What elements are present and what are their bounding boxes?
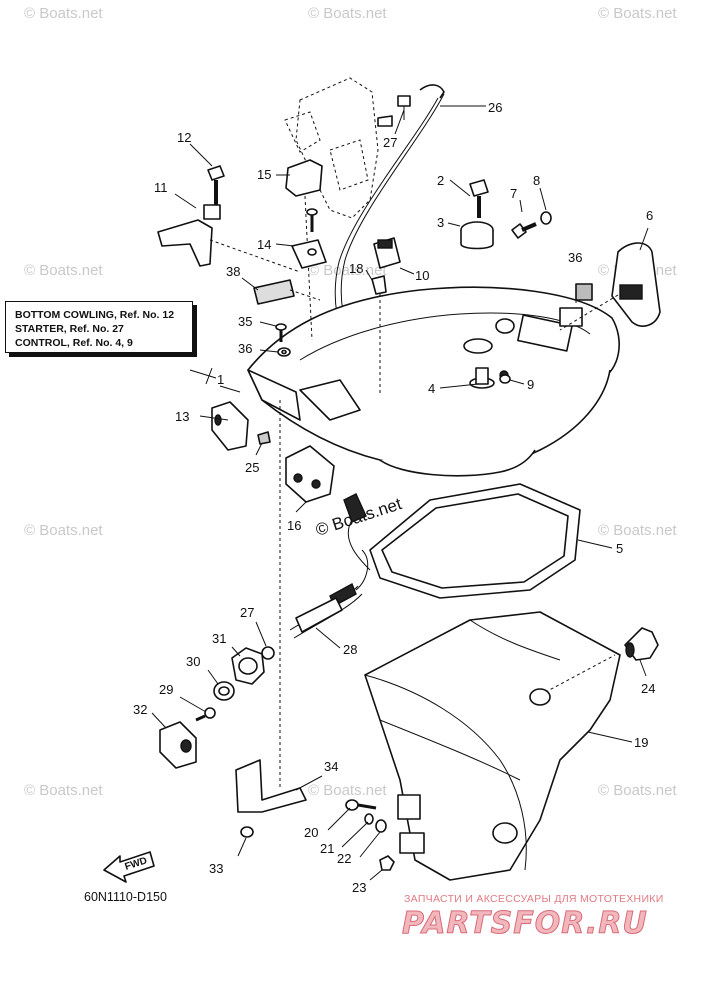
callout-5: 5: [616, 541, 623, 556]
callout-20: 20: [304, 825, 318, 840]
bottom-cowling: [247, 286, 620, 477]
callout-23: 23: [352, 880, 366, 895]
callout-29: 29: [159, 682, 173, 697]
reference-line-1: BOTTOM COWLING, Ref. No. 12: [15, 309, 175, 321]
bolt-7: [511, 222, 537, 239]
callout-18: 18: [349, 261, 363, 276]
bolt-12: [207, 165, 225, 205]
watermark: © Boats.net: [308, 262, 387, 279]
watermark: © Boats.net: [24, 782, 103, 799]
callout-8: 8: [533, 173, 540, 188]
callout-24: 24: [641, 681, 655, 696]
callout-33: 33: [209, 861, 223, 876]
watermark: © Boats.net: [598, 782, 677, 799]
washer-21: [364, 813, 374, 825]
bolt-2: [469, 179, 489, 218]
watermark: © Boats.net: [308, 5, 387, 22]
gasket-5: [369, 483, 581, 599]
switch-32: [159, 721, 197, 769]
connector: [343, 493, 371, 571]
callout-35: 35: [238, 314, 252, 329]
knob-31: [231, 647, 265, 685]
seal-10: [373, 237, 401, 269]
label-38: [253, 279, 321, 305]
callout-9: 9: [527, 377, 534, 392]
grommet-24: [624, 627, 659, 661]
reference-line-2: STARTER, Ref. No. 27: [15, 323, 124, 335]
callout-38: 38: [226, 264, 240, 279]
cable-28: [289, 549, 369, 639]
callout-2: 2: [437, 173, 444, 188]
callout-13: 13: [175, 409, 189, 424]
callout-11: 11: [154, 180, 168, 195]
clip-27: [261, 646, 275, 660]
callout-28: 28: [343, 642, 357, 657]
callout-10: 10: [415, 268, 429, 283]
nut-23: [379, 855, 395, 871]
callout-22: 22: [337, 851, 351, 866]
shop-tagline: ЗАПЧАСТИ И АКСЕССУАРЫ ДЛЯ МОТОТЕХНИКИ: [404, 893, 664, 905]
diagram-code: 60N1110-D150: [84, 890, 167, 904]
callout-34: 34: [324, 759, 338, 774]
callout-16: 16: [287, 518, 301, 533]
callout-1: 1: [217, 372, 224, 387]
washer-8: [540, 211, 552, 225]
apron-19: [364, 611, 621, 881]
lever-6: [559, 242, 661, 331]
grommet-3: [460, 221, 494, 250]
plug-18: [371, 275, 387, 395]
callout-4: 4: [428, 381, 435, 396]
grommet-16: [285, 445, 335, 503]
ring-30: [213, 681, 235, 701]
bracket-11: [157, 204, 301, 273]
watermark: © Boats.net: [24, 5, 103, 22]
screw-29: [195, 707, 216, 722]
callout-7: 7: [510, 186, 517, 201]
callout-19: 19: [634, 735, 648, 750]
callout-32: 32: [133, 702, 147, 717]
callout-27-lower: 27: [240, 605, 254, 620]
callout-6: 6: [646, 208, 653, 223]
bolt-20: [345, 799, 377, 811]
screw-15: [306, 208, 318, 232]
grommet-13: [211, 401, 249, 451]
plate-14: [291, 239, 327, 269]
leader-lines: [151, 105, 649, 881]
engine-block-outline: [284, 77, 379, 219]
callout-37: 36: [568, 250, 582, 265]
callout-31: 31: [212, 631, 226, 646]
fwd-arrow: FWD: [103, 851, 155, 883]
plug-9: [499, 374, 511, 384]
callout-12: 12: [177, 130, 191, 145]
watermark: © Boats.net: [598, 522, 677, 539]
callout-3: 3: [437, 215, 444, 230]
callout-25: 25: [245, 460, 259, 475]
reference-line-3: CONTROL, Ref. No. 4, 9: [15, 337, 133, 349]
callout-26: 26: [488, 100, 502, 115]
label-37: [575, 283, 593, 301]
watermark: © Boats.net: [308, 782, 387, 799]
callout-21: 21: [320, 841, 334, 856]
callout-15: 15: [257, 167, 271, 182]
callouts: 1 2 3 4 5 6 7 8 9 10 11 12 13 14 15 16 3…: [133, 100, 655, 895]
screw-35: [275, 323, 287, 342]
shop-logo: PARTSFOR.RU: [402, 906, 648, 942]
bracket-34: [235, 400, 307, 813]
callout-27: 27: [383, 135, 397, 150]
washer-22: [375, 819, 387, 833]
watermark: © Boats.net: [24, 262, 103, 279]
clip-27-upper: [377, 95, 411, 127]
holder-15: [285, 159, 323, 341]
watermark: © Boats.net: [598, 5, 677, 22]
watermark: © Boats.net: [24, 522, 103, 539]
screw-33: [240, 826, 254, 838]
reference-note-box: BOTTOM COWLING, Ref. No. 12 STARTER, Ref…: [5, 301, 193, 353]
washer-36: [277, 347, 291, 357]
callout-36: 36: [238, 341, 252, 356]
callout-14: 14: [257, 237, 271, 252]
callout-30: 30: [186, 654, 200, 669]
label-25: [257, 431, 271, 445]
